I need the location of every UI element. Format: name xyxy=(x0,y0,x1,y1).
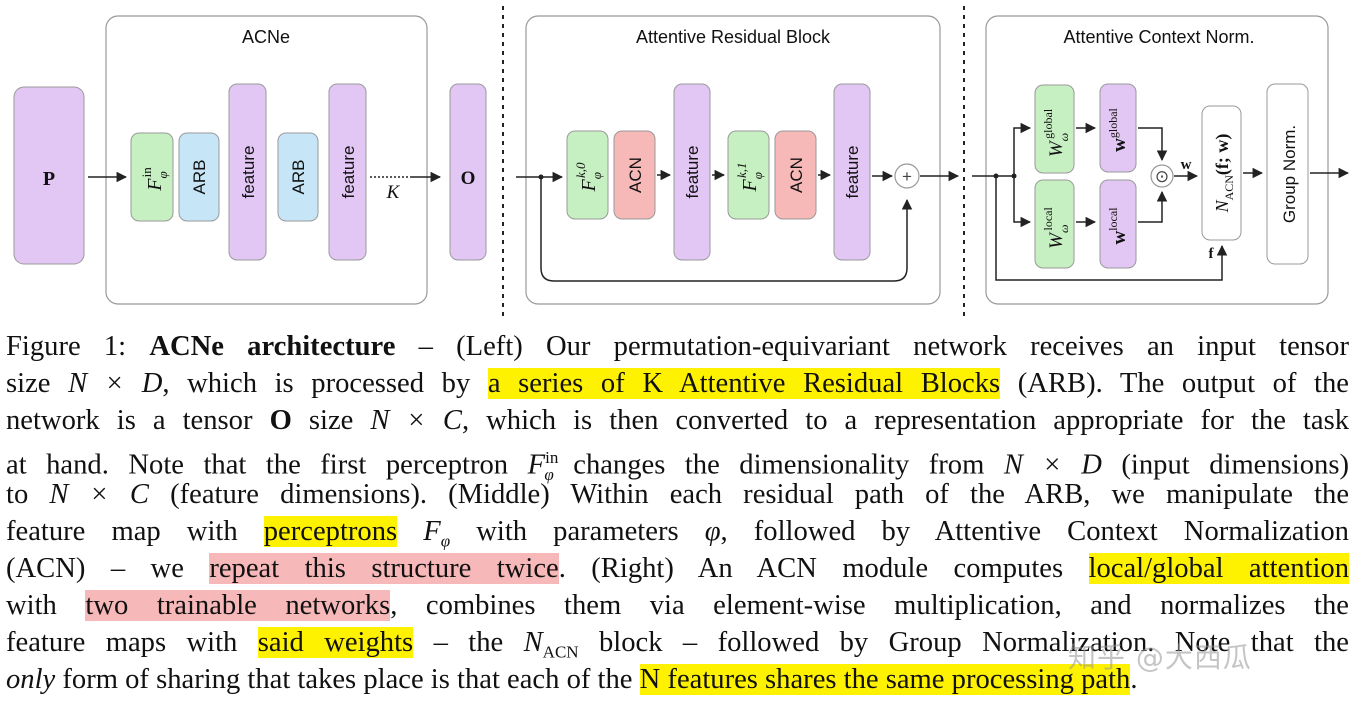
caption-line-2: size N × D, which is processed by a seri… xyxy=(6,368,1349,399)
global-net-label: W xyxy=(1046,139,1067,157)
input-p-label: P xyxy=(43,168,55,190)
svg-text:Fφk,0: Fφk,0 xyxy=(573,162,604,192)
global-net-block xyxy=(1034,84,1075,174)
architecture-diagram: ACNe Attentive Residual Block Attentive … xyxy=(13,6,1350,316)
feature-left-2-label: feature xyxy=(339,146,358,199)
caption-line-10: only form of sharing that takes place is… xyxy=(6,664,1138,695)
watermark: 知乎 @大西瓜 xyxy=(1068,641,1252,674)
nacn-block xyxy=(1201,105,1242,241)
odot-symbol: ⊙ xyxy=(1155,167,1169,186)
acn-block-1 xyxy=(613,130,656,220)
local-weight-label: w xyxy=(1109,231,1130,245)
output-o-block xyxy=(449,83,487,261)
svg-text:Wωlocal: Wωlocal xyxy=(1041,207,1071,249)
nacn-label: N xyxy=(1212,199,1232,213)
global-weight-label: w xyxy=(1109,138,1130,152)
highlight-two-networks: two trainable networks xyxy=(85,590,391,621)
caption-line-9: feature maps with said weights – the NAC… xyxy=(6,627,1349,662)
highlight-said-weights: said weights xyxy=(257,627,414,658)
highlight-perceptrons: perceptrons xyxy=(263,516,398,547)
arb-1-label: ARB xyxy=(190,160,209,195)
global-weight-block xyxy=(1099,83,1137,173)
feature-block-mid-2 xyxy=(833,83,871,261)
highlight-series-of-arb: a series of K Attentive Residual Blocks xyxy=(487,368,1001,399)
svg-text:wlocal: wlocal xyxy=(1106,207,1130,245)
perceptron-k1-block xyxy=(727,130,770,220)
caption-line-3: network is a tensor O size N × C, which … xyxy=(6,405,1349,436)
figure-caption: Figure 1: ACNe architecture – (Left) Our… xyxy=(6,328,1349,698)
f-label: f xyxy=(1209,246,1215,262)
arb-block-1 xyxy=(178,132,220,222)
caption-line-5: to N × C (feature dimensions). (Middle) … xyxy=(6,479,1350,510)
group-norm-block xyxy=(1266,83,1309,265)
w-label: w xyxy=(1181,157,1192,173)
plus-symbol: + xyxy=(902,167,912,186)
highlight-same-path: N features shares the same processing pa… xyxy=(639,664,1131,695)
acn-1-label: ACN xyxy=(626,157,645,193)
local-weight-block xyxy=(1099,179,1137,269)
arb-2-label: ARB xyxy=(289,160,308,195)
caption-line-7: (ACN) – we repeat this structure twice. … xyxy=(6,553,1349,584)
input-p-block xyxy=(13,86,85,265)
highlight-repeat-twice: repeat this structure twice xyxy=(209,553,559,584)
arb-block-2 xyxy=(277,132,319,222)
feature-block-left-2 xyxy=(328,83,367,261)
acn-block-2 xyxy=(774,130,817,220)
feature-block-left-1 xyxy=(228,83,267,261)
svg-text:Wωglobal: Wωglobal xyxy=(1041,108,1071,157)
svg-text:Fφin: Fφin xyxy=(139,167,170,192)
feature-block-mid-1 xyxy=(673,83,711,261)
acn-panel-title: Attentive Context Norm. xyxy=(1063,27,1254,47)
acne-panel-title: ACNe xyxy=(242,27,290,47)
perceptron-in-label: F xyxy=(144,178,166,192)
caption-line-4: at hand. Note that the first perceptron … xyxy=(6,448,1349,485)
perceptron-in-block xyxy=(130,132,174,222)
feature-mid-2-label: feature xyxy=(843,146,862,199)
repeat-k-label: K xyxy=(386,182,401,203)
group-norm-label: Group Norm. xyxy=(1280,125,1299,223)
caption-line-6: feature map with perceptrons Fφ with par… xyxy=(6,516,1349,551)
highlight-local-global-attention: local/global attention xyxy=(1088,553,1349,584)
local-net-block xyxy=(1034,179,1075,269)
acn-2-label: ACN xyxy=(787,157,806,193)
perceptron-k0-label: F xyxy=(578,178,600,192)
perceptron-k0-block xyxy=(566,130,609,220)
perceptron-k1-label: F xyxy=(739,178,761,192)
svg-text:Fφk,1: Fφk,1 xyxy=(734,163,765,193)
output-o-label: O xyxy=(461,168,476,189)
caption-line-1: Figure 1: ACNe architecture – (Left) Our… xyxy=(6,331,1350,362)
arb-panel-title: Attentive Residual Block xyxy=(636,27,831,47)
caption-line-8: with two trainable networks, combines th… xyxy=(6,590,1349,621)
feature-mid-1-label: feature xyxy=(683,146,702,199)
residual-add-node xyxy=(894,163,920,189)
elementwise-mult-node xyxy=(1150,164,1174,188)
feature-left-1-label: feature xyxy=(239,146,258,199)
svg-text:NACN(f; w): NACN(f; w) xyxy=(1212,134,1236,214)
svg-text:wglobal: wglobal xyxy=(1106,107,1130,151)
local-net-label: W xyxy=(1046,231,1067,249)
